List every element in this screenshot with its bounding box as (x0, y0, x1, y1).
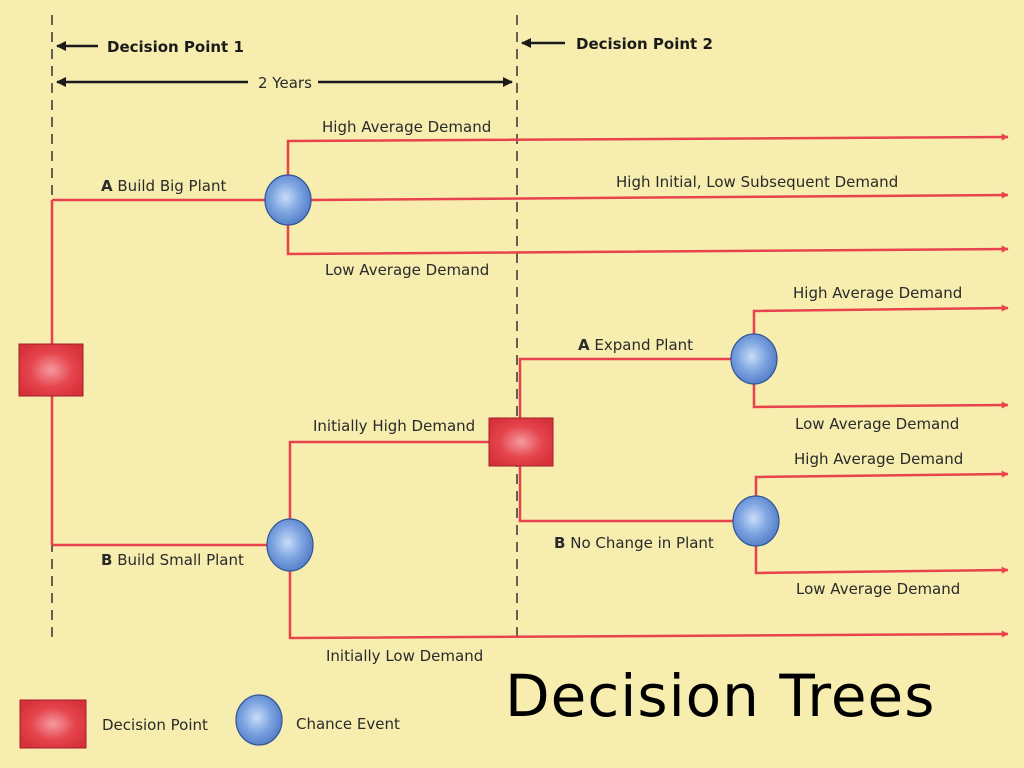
decision-point-1-box (18, 343, 84, 397)
decision-point-2-box (488, 417, 554, 467)
outcome-nochange-high-avg: High Average Demand (794, 450, 963, 468)
legend-chance-event-label: Chance Event (296, 715, 400, 733)
branch-big-plant-label: A Build Big Plant (101, 177, 226, 195)
branch-no-change-line (518, 466, 733, 523)
slide-title: Decision Trees (505, 662, 936, 730)
small-initially-low-line (288, 569, 1009, 640)
legend-decision-point-icon (19, 699, 87, 749)
interval-label: 2 Years (258, 74, 312, 92)
outcome-big-low-avg: Low Average Demand (325, 261, 489, 279)
outcome-small-initially-low: Initially Low Demand (326, 647, 483, 665)
big-low-avg-line (286, 222, 1009, 256)
decision-point-1-label: Decision Point 1 (107, 38, 244, 56)
outcome-small-initially-high: Initially High Demand (313, 417, 475, 435)
outcome-big-high-initial: High Initial, Low Subsequent Demand (616, 173, 898, 191)
expand-high-avg-line (752, 304, 1009, 336)
branch-expand-plant-line (518, 357, 731, 418)
decision-point-2-label: Decision Point 2 (576, 35, 713, 53)
branch-expand-plant-label: A Expand Plant (578, 336, 693, 354)
legend-chance-event-icon (235, 694, 283, 746)
outcome-expand-low-avg: Low Average Demand (795, 415, 959, 433)
nochange-low-avg-line (754, 544, 1009, 575)
chance-node-big-plant (264, 174, 312, 226)
outcome-nochange-low-avg: Low Average Demand (796, 580, 960, 598)
big-high-initial-line (310, 191, 1009, 202)
chance-node-no-change (732, 495, 780, 547)
branch-no-change-label: B No Change in Plant (554, 534, 714, 552)
nochange-high-avg-line (754, 470, 1009, 498)
chance-node-expand-plant (730, 333, 778, 385)
outcome-big-high-avg: High Average Demand (322, 118, 491, 136)
outcome-expand-high-avg: High Average Demand (793, 284, 962, 302)
legend-decision-point-label: Decision Point (102, 716, 208, 734)
branch-small-plant-label: B Build Small Plant (101, 551, 244, 569)
small-initially-high-line (288, 440, 489, 521)
expand-low-avg-line (752, 382, 1009, 409)
chance-node-small-plant (266, 518, 314, 572)
big-high-avg-line (286, 133, 1009, 178)
